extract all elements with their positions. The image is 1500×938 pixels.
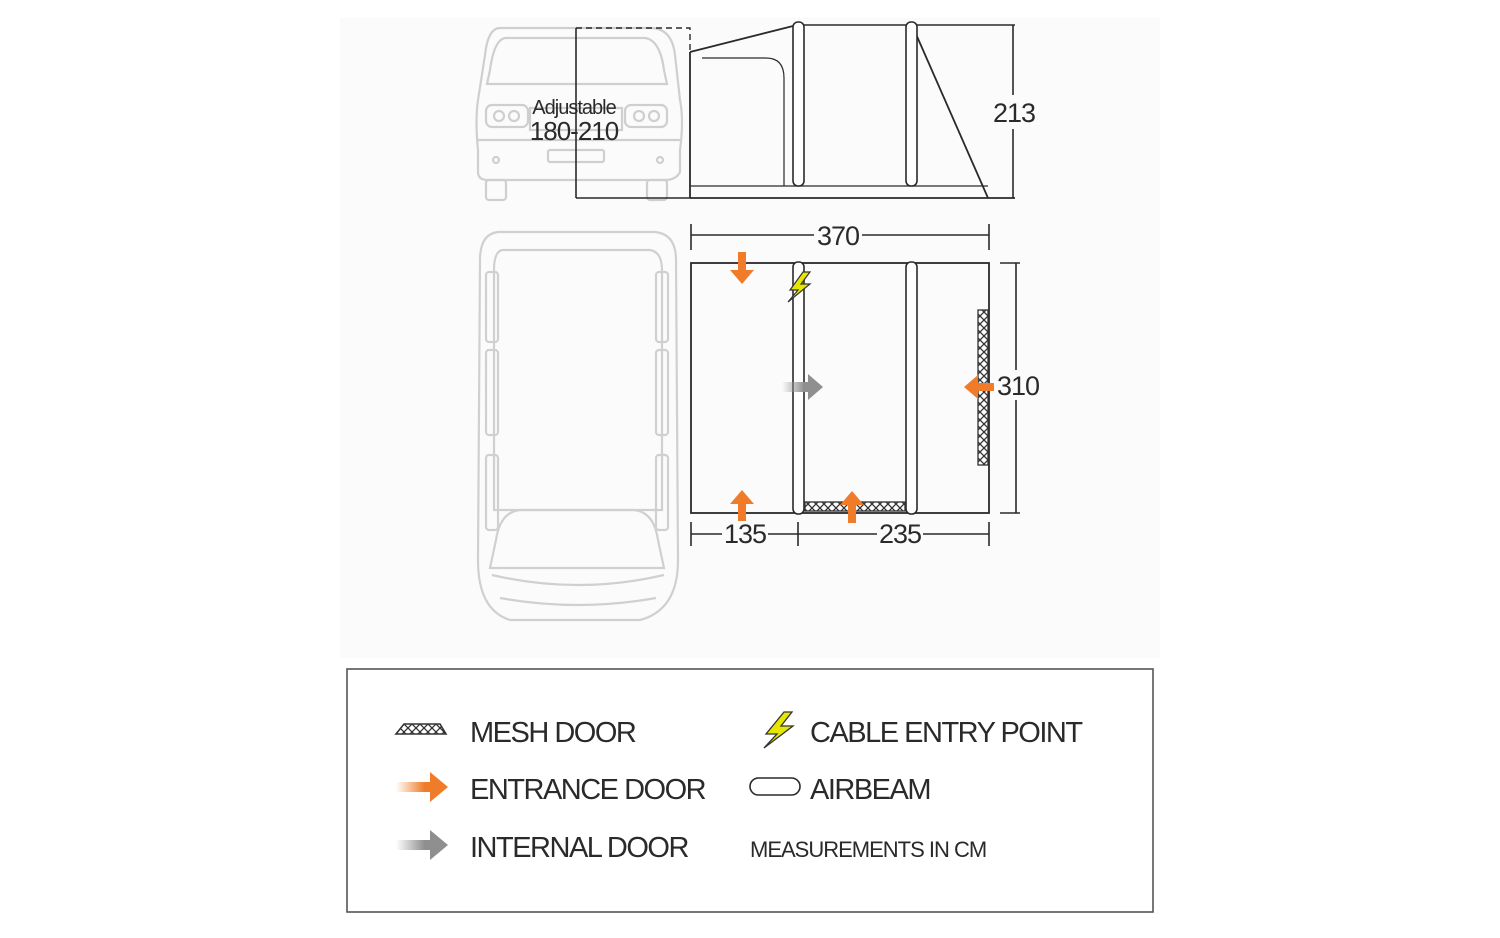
legend-mesh-door: MESH DOOR bbox=[470, 717, 636, 749]
mesh-door-legend-icon bbox=[394, 723, 448, 735]
legend-entrance-door: ENTRANCE DOOR bbox=[470, 774, 706, 806]
adjustable-range: 180-210 bbox=[530, 116, 619, 146]
airbeam-rear bbox=[905, 261, 918, 515]
entrance-arrow-side bbox=[964, 375, 996, 399]
entrance-arrow-top bbox=[730, 252, 754, 284]
entrance-arrow-legend-icon bbox=[396, 772, 448, 802]
airbeam-legend-icon bbox=[749, 777, 801, 796]
adjustable-label: Adjustable bbox=[532, 97, 616, 119]
entrance-arrow-bottom-mid bbox=[840, 491, 864, 523]
legend-internal-door: INTERNAL DOOR bbox=[470, 832, 688, 864]
rear-section-dimension: 235 bbox=[879, 519, 921, 549]
front-section-dimension: 135 bbox=[724, 519, 766, 549]
legend-box: MESH DOOR ENTRANCE DOOR INTERNAL DOOR CA… bbox=[346, 668, 1154, 913]
legend-cable-entry-point: CABLE ENTRY POINT bbox=[810, 717, 1083, 749]
awning-side-view bbox=[575, 21, 1015, 199]
internal-arrow-legend-icon bbox=[396, 830, 448, 860]
legend-measurements-note: MEASUREMENTS IN CM bbox=[750, 837, 986, 862]
cable-entry-icon bbox=[787, 271, 812, 303]
depth-dimension: 310 bbox=[997, 371, 1039, 401]
legend-airbeam: AIRBEAM bbox=[810, 774, 930, 806]
height-dimension: 213 bbox=[993, 98, 1035, 128]
vehicle-top-view bbox=[476, 230, 680, 622]
width-total-dimension: 370 bbox=[817, 221, 859, 251]
entrance-arrow-bottom-left bbox=[730, 490, 754, 522]
internal-arrow bbox=[782, 374, 823, 400]
cable-entry-legend-icon bbox=[763, 711, 795, 749]
